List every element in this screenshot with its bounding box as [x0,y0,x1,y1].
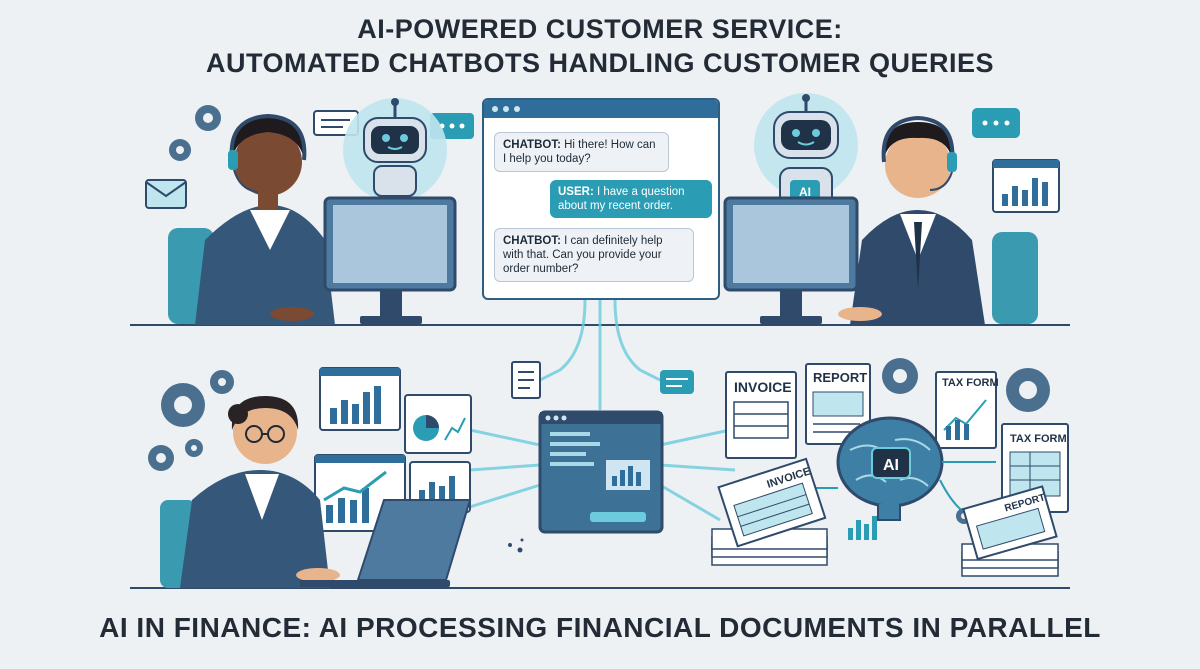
invoice-stack: INVOICE [711,457,828,566]
tax-form-label: TAX FORM [1010,433,1067,445]
invoice-document: INVOICE [725,371,797,459]
chat-speaker: CHATBOT: [503,235,561,247]
gear-icon [148,445,174,471]
gear-icon [1006,368,1050,412]
title-bottom: AI IN FINANCE: AI PROCESSING FINANCIAL D… [99,612,1101,643]
chat-window-titlebar [484,100,718,118]
gear-icon [161,383,205,427]
invoice-label: INVOICE [734,379,792,395]
window-dot-icon [492,106,498,112]
processing-window [538,410,664,534]
gear-icon [195,105,221,131]
speech-bubble-icon [313,110,359,136]
agent-man-headset [838,115,985,325]
window-dot-icon [514,106,520,112]
monitor-left [323,196,457,324]
ai-badge-label: AI [799,185,811,199]
report-label: REPORT [813,370,867,385]
gear-icon [169,139,191,161]
pie-chart-card [404,394,472,454]
laptop [300,499,472,587]
chat-speaker: CHATBOT: [503,139,561,151]
chat-text: I can definitely help with that. Can you… [503,235,663,275]
document-icon [511,361,541,399]
chat-text: Hi there! How can I help you today? [503,139,656,165]
speech-bubble-icon [660,370,694,394]
ai-brain-label: AI [883,457,899,474]
sparkle-icon [508,538,524,553]
data-flow-lines [459,299,736,522]
gear-icon [210,370,234,394]
robot-left [343,98,447,202]
gear-icon [185,439,203,457]
chat-text: I have a question about my recent order. [558,186,685,212]
chat-message-user: USER: I have a question about my recent … [550,180,712,218]
chat-message-bot: CHATBOT: Hi there! How can I help you to… [494,132,669,172]
speech-bubble-icon [972,108,1020,138]
window-dot-icon [503,106,509,112]
bar-chart-card [992,159,1060,213]
finance-analyst-woman [180,396,340,588]
chat-window: CHATBOT: Hi there! How can I help you to… [482,98,720,300]
report-stack: REPORT [961,485,1059,577]
chat-speaker: USER: [558,186,594,198]
chat-message-bot: CHATBOT: I can definitely help with that… [494,228,694,282]
ai-brain-icon: AI [836,416,944,521]
bar-chart-card [319,367,401,431]
robot-right: AI [754,93,858,209]
tax-form-label: TAX FORM [942,377,999,389]
envelope-icon [145,179,187,209]
title-top-line1: AI-POWERED CUSTOMER SERVICE: [357,14,843,44]
mini-bar-chart [848,516,877,540]
monitor-right [723,196,859,324]
gear-icon [882,358,918,394]
agent-woman-headset [195,113,335,325]
chair-right [992,232,1038,324]
tax-form-document: TAX FORM [935,371,999,449]
title-top-line2: AUTOMATED CHATBOTS HANDLING CUSTOMER QUE… [205,48,994,78]
report-document: REPORT [805,363,871,445]
